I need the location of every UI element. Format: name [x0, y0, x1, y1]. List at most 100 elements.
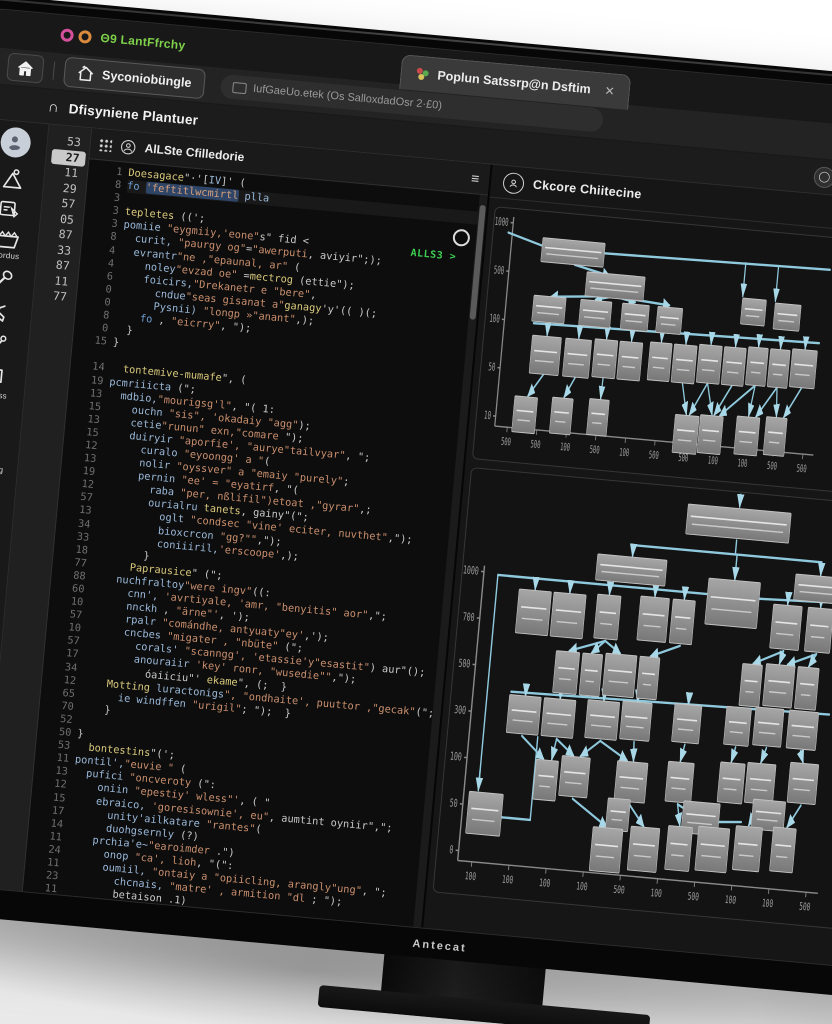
- person-icon: [9, 136, 21, 151]
- flowchart-node[interactable]: [601, 652, 638, 699]
- flowchart-node[interactable]: [671, 414, 700, 455]
- flowchart-node[interactable]: [636, 595, 670, 643]
- flowchart-node[interactable]: [549, 591, 587, 640]
- flowchart-node[interactable]: [723, 705, 752, 747]
- flowchart-node[interactable]: [532, 758, 559, 802]
- flowchart-node[interactable]: [591, 338, 619, 380]
- divider: [52, 61, 56, 80]
- rail-item-undo[interactable]: Acidtieng: [0, 438, 6, 475]
- flowchart-node[interactable]: [786, 761, 819, 806]
- home-button[interactable]: [6, 52, 45, 84]
- flowchart-node[interactable]: [738, 663, 763, 708]
- rail-item-funnel[interactable]: [0, 166, 26, 192]
- flowchart-node[interactable]: [745, 346, 769, 387]
- flowchart-node[interactable]: [584, 699, 620, 741]
- flowchart-node[interactable]: [744, 762, 777, 806]
- flowchart-node[interactable]: [626, 825, 661, 873]
- flowchart-node[interactable]: [578, 652, 603, 698]
- flowchart-node[interactable]: [685, 503, 792, 544]
- flowchart-node[interactable]: [465, 790, 504, 837]
- flowchart-node[interactable]: [670, 343, 698, 385]
- flowchart-node[interactable]: [694, 825, 731, 874]
- rail-item-basket[interactable]: Mordus: [0, 228, 22, 261]
- menu-icon[interactable]: ≡: [470, 169, 481, 187]
- flowchart-node[interactable]: [549, 396, 574, 436]
- flowchart-node[interactable]: [620, 302, 650, 332]
- svg-text:500: 500: [648, 448, 659, 461]
- flowchart-node[interactable]: [732, 825, 763, 873]
- flowchart-node[interactable]: [772, 302, 802, 332]
- flowchart-node[interactable]: [766, 348, 791, 389]
- rail-item-search[interactable]: [0, 405, 5, 433]
- flowchart-node[interactable]: [619, 700, 653, 742]
- svg-text:500: 500: [678, 451, 689, 464]
- cubes-icon: [0, 368, 3, 383]
- flowchart-node[interactable]: [636, 655, 661, 701]
- flowchart-node[interactable]: [655, 305, 683, 335]
- flowchart-node[interactable]: [769, 826, 797, 874]
- user-avatar[interactable]: [0, 126, 32, 159]
- flowchart-node[interactable]: [762, 416, 788, 457]
- outer-gutter-number[interactable]: 77: [52, 288, 68, 304]
- rail-item-needle[interactable]: [0, 332, 10, 360]
- flowchart-node[interactable]: [794, 666, 820, 711]
- rail-item-label: Cabuss: [0, 389, 8, 401]
- circle-button-0[interactable]: ◯: [812, 165, 832, 189]
- rail-item-label: Mordus: [0, 249, 20, 262]
- flowchart-node[interactable]: [740, 297, 767, 327]
- svg-text:500: 500: [613, 884, 625, 897]
- svg-text:100: 100: [707, 454, 718, 467]
- svg-text:500: 500: [799, 901, 811, 914]
- rail-item-document[interactable]: [0, 197, 24, 223]
- flowchart-node[interactable]: [671, 703, 703, 745]
- flowchart-node[interactable]: [613, 760, 649, 804]
- flowchart-node[interactable]: [789, 348, 818, 390]
- svg-text:300: 300: [454, 705, 467, 718]
- flowchart-node[interactable]: [750, 798, 786, 833]
- flowchart-node[interactable]: [605, 797, 631, 833]
- flowchart-node[interactable]: [584, 271, 646, 302]
- flowchart-node[interactable]: [769, 603, 803, 651]
- flowchart-node[interactable]: [558, 755, 591, 799]
- rail-item-cubes[interactable]: Cabuss: [0, 364, 9, 401]
- flowchart-node[interactable]: [552, 650, 580, 695]
- flowchart-node[interactable]: [720, 346, 747, 387]
- flowchart-node[interactable]: [531, 294, 567, 325]
- flowchart-node[interactable]: [664, 760, 695, 804]
- window-dot-magenta-icon[interactable]: [60, 27, 75, 42]
- flowchart-node[interactable]: [716, 761, 746, 805]
- flowchart-node[interactable]: [528, 334, 562, 376]
- flowchart-node[interactable]: [595, 553, 668, 587]
- flowchart-node[interactable]: [586, 398, 610, 437]
- flowchart-node[interactable]: [793, 573, 832, 605]
- flowchart-node[interactable]: [505, 694, 542, 736]
- flowchart-node[interactable]: [562, 337, 592, 379]
- flowchart-node[interactable]: [762, 663, 796, 709]
- flowchart-node[interactable]: [515, 588, 552, 637]
- flowchart-node[interactable]: [664, 825, 693, 872]
- window-dot-orange-icon[interactable]: [78, 29, 93, 44]
- flowchart-node[interactable]: [511, 395, 538, 435]
- grid-icon[interactable]: [98, 137, 113, 152]
- flowchart-node[interactable]: [593, 593, 622, 641]
- tab-close-icon[interactable]: ✕: [604, 83, 616, 99]
- rail-item-pliers[interactable]: [0, 299, 14, 327]
- flowchart-node[interactable]: [578, 298, 613, 329]
- rail-item-screwdriver[interactable]: [0, 266, 17, 294]
- flowchart-node[interactable]: [540, 237, 606, 268]
- flowchart-node[interactable]: [616, 340, 644, 382]
- flowchart-node[interactable]: [804, 606, 832, 654]
- flowchart-node[interactable]: [540, 697, 577, 739]
- flowchart-node[interactable]: [785, 709, 819, 751]
- flowchart-node[interactable]: [669, 598, 696, 646]
- flowchart-node[interactable]: [646, 341, 673, 383]
- flowchart-node[interactable]: [696, 414, 724, 455]
- bookmark-button[interactable]: Syconiobüngle: [62, 56, 206, 100]
- flowchart-node[interactable]: [704, 577, 761, 629]
- flowchart-node[interactable]: [733, 415, 761, 457]
- svg-text:500: 500: [530, 437, 541, 450]
- flowchart-node[interactable]: [696, 343, 723, 385]
- flowchart-node[interactable]: [588, 826, 624, 874]
- flowchart-node[interactable]: [752, 706, 785, 748]
